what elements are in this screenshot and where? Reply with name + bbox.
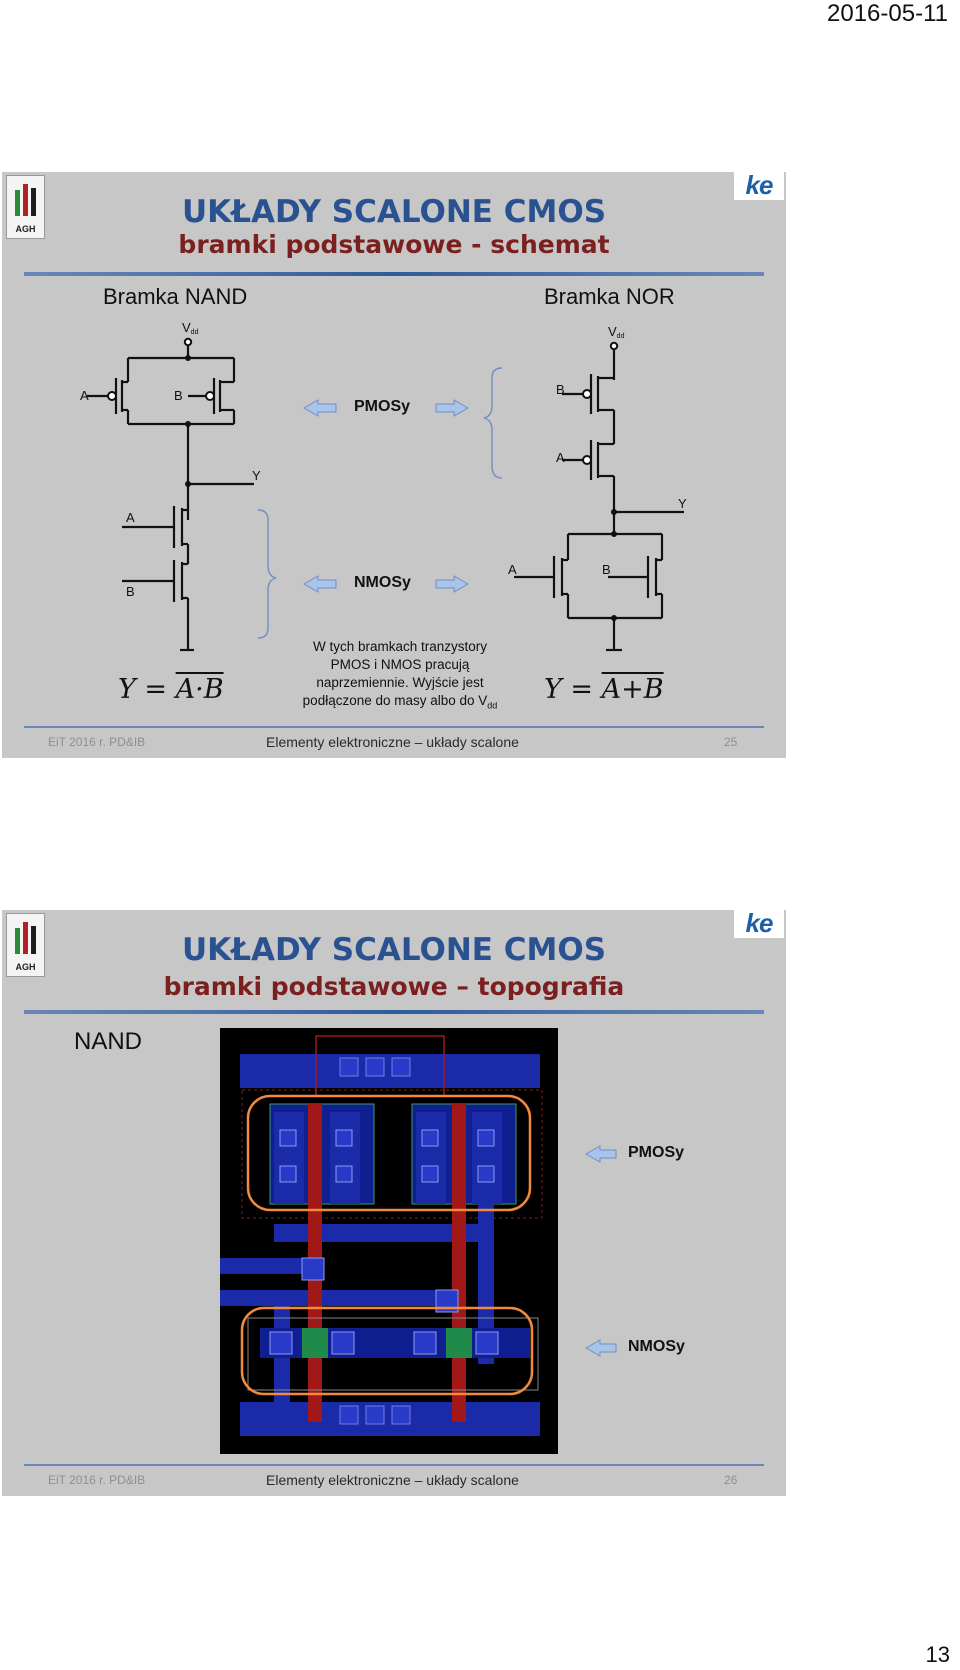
nor-pmos-b-label: B bbox=[556, 382, 565, 397]
cmos-schematics: Vdd Vdd A B Y A B B A Y A B bbox=[80, 320, 687, 652]
footer-divider bbox=[24, 726, 764, 728]
agh-emblem-icon bbox=[15, 184, 36, 216]
slide-number: 25 bbox=[724, 735, 738, 749]
arrow-left-icon bbox=[584, 1145, 617, 1163]
layout-topography bbox=[220, 1035, 543, 1436]
nor-nmos-b-label: B bbox=[602, 562, 611, 577]
arrow-left-icon bbox=[584, 1339, 617, 1357]
nor-label: Bramka NOR bbox=[544, 284, 675, 309]
title-divider bbox=[24, 272, 764, 276]
slide-subtitle: bramki podstawowe – topografia bbox=[163, 972, 625, 1001]
layout-arrows bbox=[584, 1145, 617, 1357]
nand-label: NAND bbox=[74, 1028, 143, 1055]
footer-center: Elementy elektroniczne – układy scalone bbox=[266, 1472, 519, 1488]
nor-vdd-label: Vdd bbox=[608, 324, 625, 340]
title-divider bbox=[24, 1010, 764, 1014]
nand-formula: Y = A·B bbox=[118, 674, 224, 705]
footer-left: EiT 2016 r. PD&IB bbox=[48, 1473, 146, 1487]
nor-formula: Y = A+B bbox=[544, 674, 664, 705]
ke-logo: ke bbox=[734, 910, 784, 938]
slide-25: AGH ke UKŁADY SCALONE CMOS bramki podsta… bbox=[2, 172, 786, 758]
arrow-right-icon bbox=[435, 575, 470, 593]
footer-center: Elementy elektroniczne – układy scalone bbox=[266, 734, 519, 750]
agh-logo: AGH bbox=[6, 175, 45, 239]
agh-emblem-icon bbox=[15, 922, 36, 954]
arrow-left-icon bbox=[302, 399, 337, 417]
nand-nmos-b-label: B bbox=[126, 584, 135, 599]
page-date: 2016-05-11 bbox=[827, 0, 948, 27]
nand-layout-image bbox=[220, 1028, 558, 1454]
nand-nmos-a-label: A bbox=[126, 510, 135, 525]
agh-logo-text: AGH bbox=[15, 962, 36, 972]
nand-vdd-label: Vdd bbox=[182, 320, 199, 336]
footer-left: EiT 2016 r. PD&IB bbox=[48, 735, 146, 749]
nand-output-label: Y bbox=[252, 468, 261, 483]
agh-logo: AGH bbox=[6, 913, 45, 977]
nor-output-label: Y bbox=[678, 496, 687, 511]
nand-pmos-a-label: A bbox=[80, 388, 89, 403]
arrow-left-icon bbox=[302, 575, 337, 593]
explanation-note: W tych bramkach tranzystory PMOS i NMOS … bbox=[302, 639, 498, 711]
arrow-right-icon bbox=[435, 399, 470, 417]
slide-26: AGH ke UKŁADY SCALONE CMOS bramki podsta… bbox=[2, 910, 786, 1496]
page-number: 13 bbox=[925, 1642, 950, 1667]
footer-divider bbox=[24, 1464, 764, 1466]
pmos-label: PMOSy bbox=[354, 398, 411, 415]
nor-pmos-a-label: A bbox=[556, 450, 565, 465]
nmos-label: NMOSy bbox=[628, 1338, 685, 1355]
nor-nmos-a-label: A bbox=[508, 562, 517, 577]
slide-title: UKŁADY SCALONE CMOS bbox=[181, 932, 607, 968]
nand-label: Bramka NAND bbox=[103, 284, 248, 309]
slide-title: UKŁADY SCALONE CMOS bbox=[181, 194, 607, 230]
slide-subtitle: bramki podstawowe - schemat bbox=[178, 230, 610, 259]
nand-pmos-b-label: B bbox=[174, 388, 183, 403]
slide-number: 26 bbox=[724, 1473, 738, 1487]
nmos-label: NMOSy bbox=[354, 574, 411, 591]
ke-logo: ke bbox=[734, 172, 784, 200]
pmos-label: PMOSy bbox=[628, 1144, 685, 1161]
agh-logo-text: AGH bbox=[15, 224, 36, 234]
